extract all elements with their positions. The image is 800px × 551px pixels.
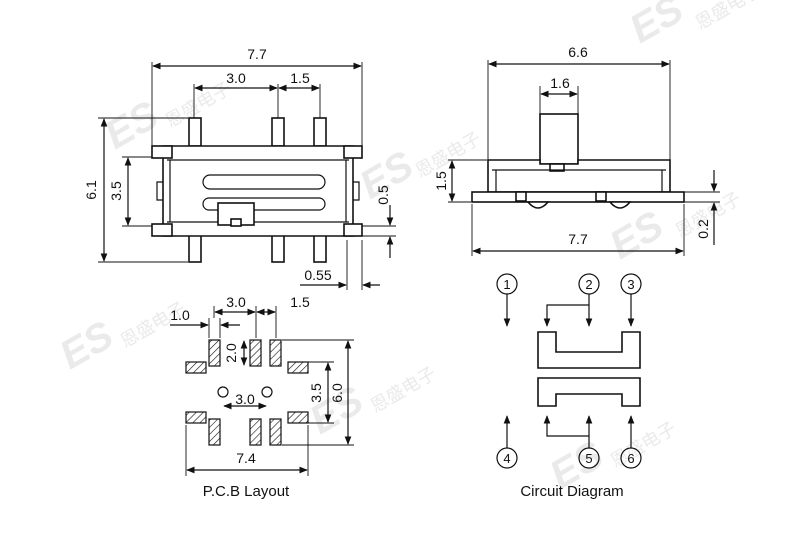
- pcb-side-pad: [185, 411, 207, 424]
- side-contact: [608, 201, 632, 209]
- pcb-layout-caption: P.C.B Layout: [203, 483, 290, 500]
- watermark-logo: ES: [603, 203, 671, 268]
- watermark-logo: ES: [623, 0, 691, 52]
- side-contact: [526, 201, 550, 209]
- side-body: [487, 159, 671, 193]
- overall-width-dimension: 7.7: [568, 231, 588, 247]
- pin-label: 4: [503, 451, 510, 466]
- pcb-pad: [249, 339, 262, 367]
- watermark-logo: ES: [53, 313, 121, 378]
- circuit-diagram: 1 2 3 4 5 6 Circuit Diagram: [496, 273, 642, 500]
- top-pin: [188, 117, 202, 147]
- pcb-overall-width-dimension: 7.4: [236, 450, 256, 466]
- side-foot: [515, 191, 527, 202]
- slot-outline: [202, 197, 326, 211]
- bottom-pin: [271, 233, 285, 263]
- side-base: [471, 191, 685, 203]
- row-spacing-dimension: 3.5: [108, 181, 124, 201]
- pin-label: 2: [585, 277, 592, 292]
- circuit-diagram-caption: Circuit Diagram: [520, 483, 623, 500]
- width-dimension: 7.7: [247, 46, 267, 62]
- pcb-pad: [269, 418, 282, 446]
- pin-circle: [496, 447, 518, 469]
- pcb-side-pad: [185, 361, 207, 374]
- contact-lower: [537, 377, 641, 407]
- pcb-side-pad: [287, 361, 309, 374]
- actuator-height-dimension: 1.5: [433, 171, 449, 191]
- pad-height-dimension: 2.0: [223, 343, 239, 363]
- contact-upper: [537, 331, 641, 369]
- corner-tab: [343, 145, 363, 159]
- pitch-dimension: 3.0: [226, 70, 246, 86]
- pin-label: 5: [585, 451, 592, 466]
- pin-circle: [620, 447, 642, 469]
- top-pin: [271, 117, 285, 147]
- pad-width-dimension: 1.0: [170, 307, 190, 323]
- actuator-mark: [230, 218, 242, 227]
- side-view: 6.6 1.6 1.5 0.2 7.7: [433, 44, 720, 256]
- pcb-pin-pitch-dimension: 1.5: [290, 294, 310, 310]
- pcb-hole: [217, 386, 229, 398]
- top-view: 7.7 3.0 1.5: [83, 46, 396, 290]
- pin-offset-dimension: 0.55: [304, 267, 331, 283]
- corner-tab: [151, 145, 173, 159]
- side-marker: [549, 163, 565, 172]
- corner-tab: [151, 223, 173, 237]
- watermark-text: 恩盛电子: [367, 363, 439, 416]
- pin-width-dimension: 0.5: [375, 185, 391, 205]
- standoff-dimension: 0.2: [695, 219, 711, 239]
- pin-circle: [578, 447, 600, 469]
- pcb-pitch-dimension: 3.0: [226, 294, 246, 310]
- pcb-layout: 1.0 3.0 1.5 2.0 3.0: [170, 294, 354, 500]
- pcb-hole: [261, 386, 273, 398]
- pcb-side-pad: [287, 411, 309, 424]
- watermark-text: 恩盛电子: [692, 0, 764, 33]
- body-width-dimension: 6.6: [568, 44, 588, 60]
- pcb-overall-height-dimension: 6.0: [329, 383, 345, 403]
- height-dimension: 6.1: [83, 180, 99, 200]
- pcb-pad: [208, 339, 221, 367]
- pcb-pad: [269, 339, 282, 367]
- pcb-row-spacing-dimension: 3.5: [308, 383, 324, 403]
- pin-label: 6: [627, 451, 634, 466]
- pcb-pad: [249, 418, 262, 446]
- bottom-pin: [313, 233, 327, 263]
- corner-tab: [343, 223, 363, 237]
- bottom-pin: [188, 233, 202, 263]
- pin-pitch-dimension: 1.5: [290, 70, 310, 86]
- side-foot: [595, 191, 607, 202]
- pin-label: 1: [503, 277, 510, 292]
- watermark-text: 恩盛电子: [607, 418, 679, 471]
- pcb-pad: [208, 418, 221, 446]
- side-actuator: [539, 113, 579, 165]
- hole-spacing-dimension: 3.0: [235, 391, 255, 407]
- actuator-slot: [202, 174, 326, 190]
- actuator-width-dimension: 1.6: [550, 75, 570, 91]
- watermark-group: ES 恩盛电子 ES 恩盛电子 ES 恩盛电子 ES 恩盛电子 ES 恩盛电子 …: [53, 0, 765, 498]
- top-pin: [313, 117, 327, 147]
- pin-label: 3: [627, 277, 634, 292]
